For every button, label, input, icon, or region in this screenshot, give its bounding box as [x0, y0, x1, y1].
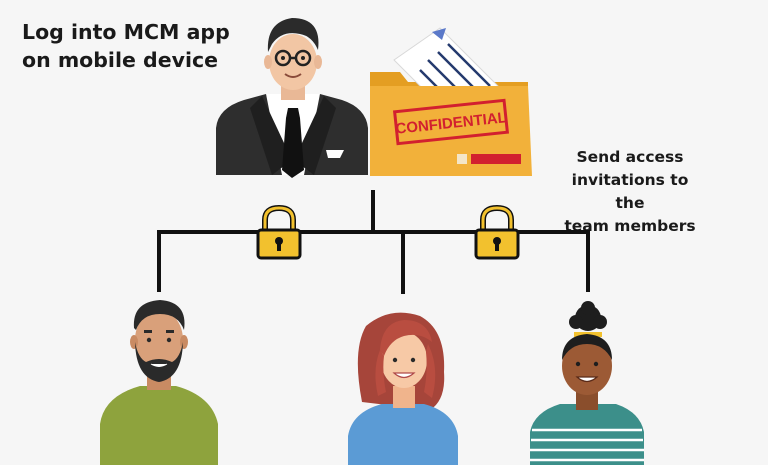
login-caption-line-1: Log into MCM app	[22, 20, 230, 44]
invite-caption-line-2: invitations to the	[571, 171, 689, 212]
connector-lines	[157, 190, 590, 294]
padlock-icon	[474, 204, 520, 260]
red-haired-woman-avatar-icon	[348, 312, 458, 465]
confidential-folder-icon: CONFIDENTIAL	[370, 27, 532, 176]
padlock-icon	[256, 204, 302, 260]
businessman-avatar-icon	[216, 18, 368, 178]
login-caption-line-2: on mobile device	[22, 48, 219, 72]
invite-caption: Send access invitations to the team memb…	[560, 146, 700, 238]
bearded-man-avatar-icon	[100, 300, 218, 465]
woman-with-bun-avatar-icon	[530, 301, 644, 465]
invite-caption-line-1: Send access	[576, 148, 684, 166]
invite-caption-line-3: team members	[564, 217, 696, 235]
login-caption: Log into MCM app on mobile device	[22, 18, 262, 74]
